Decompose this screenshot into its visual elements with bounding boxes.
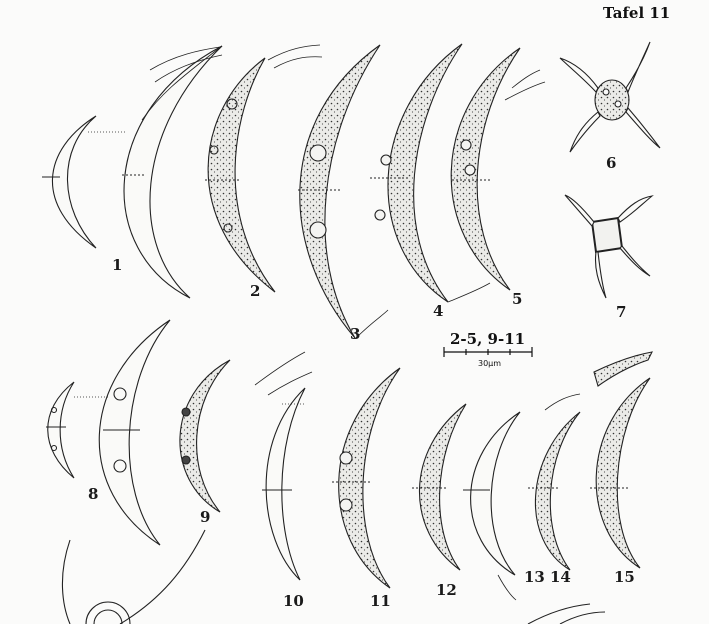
figure-7-drawing <box>564 194 654 299</box>
figure-1-drawing <box>42 45 223 299</box>
figure-number-6: 6 <box>606 154 617 172</box>
figure-15-drawing <box>590 351 653 569</box>
figure-2-drawing <box>205 44 323 293</box>
figure-number-5: 5 <box>512 290 523 308</box>
figure-6-drawing <box>559 41 661 153</box>
figure-number-15: 15 <box>614 568 635 586</box>
figure-3-drawing <box>298 44 389 339</box>
figure-4-drawing <box>370 43 491 303</box>
scale-bar-group: 2-5, 9-11 30µm <box>444 330 536 370</box>
figure-14-drawing <box>528 393 581 571</box>
scale-bar-unit-label: 30µm <box>478 359 502 368</box>
bottom-partial-drawing <box>61 529 606 624</box>
figure-number-2: 2 <box>250 282 261 300</box>
figure-number-10: 10 <box>283 592 304 610</box>
figure-5-drawing <box>450 47 546 291</box>
figure-number-13: 13 <box>524 568 545 586</box>
plate-title: Tafel 11 <box>603 4 671 22</box>
figure-number-11: 11 <box>370 592 391 610</box>
figure-number-14: 14 <box>550 568 571 586</box>
figure-number-3: 3 <box>350 325 361 343</box>
figure-number-9: 9 <box>200 508 211 526</box>
figure-number-12: 12 <box>436 581 457 599</box>
figure-9-drawing <box>179 359 231 513</box>
figure-number-4: 4 <box>433 302 444 320</box>
scale-bar <box>443 347 533 357</box>
figure-12-drawing <box>412 403 467 571</box>
figure-number-7: 7 <box>616 303 627 321</box>
figure-11-drawing <box>332 367 401 589</box>
figure-number-8: 8 <box>88 485 99 503</box>
figure-10-drawing <box>254 351 313 581</box>
figure-8-drawing <box>46 319 171 546</box>
figure-number-1: 1 <box>112 256 123 274</box>
figure-13-drawing <box>463 411 521 601</box>
scale-bar-figures-label: 2-5, 9-11 <box>450 330 526 348</box>
